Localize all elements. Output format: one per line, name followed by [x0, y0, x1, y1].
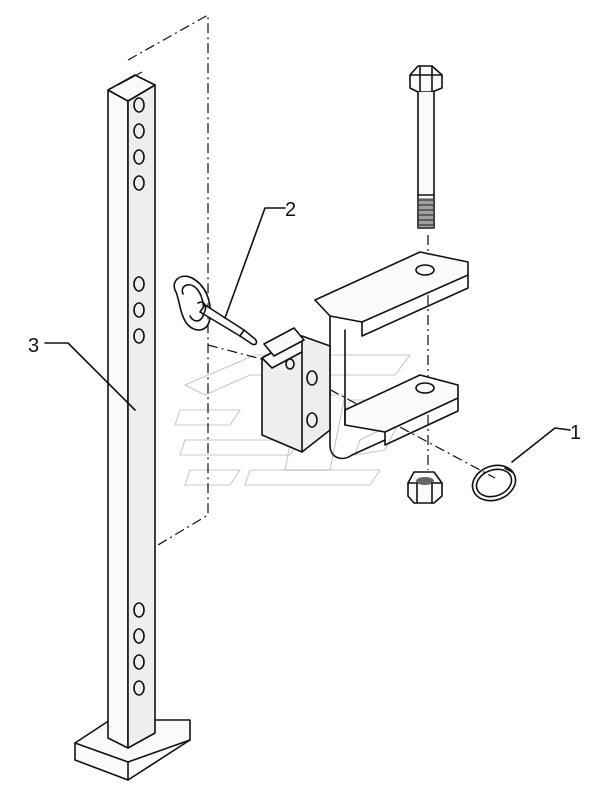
bolt [409, 65, 443, 229]
bracket [261, 251, 469, 460]
lock-pin [173, 275, 258, 346]
callout-leaders [44, 207, 571, 463]
callout-label-1: 1 [570, 422, 581, 444]
lock-nut [407, 471, 443, 504]
retaining-ring [471, 464, 517, 502]
post-holes [133, 97, 145, 696]
callout-label-2: 2 [285, 199, 296, 221]
jack-stand-post [74, 71, 191, 781]
assembly-centerlines [127, 13, 496, 546]
callout-label-3: 3 [28, 335, 39, 357]
bolt-thread [418, 198, 434, 228]
